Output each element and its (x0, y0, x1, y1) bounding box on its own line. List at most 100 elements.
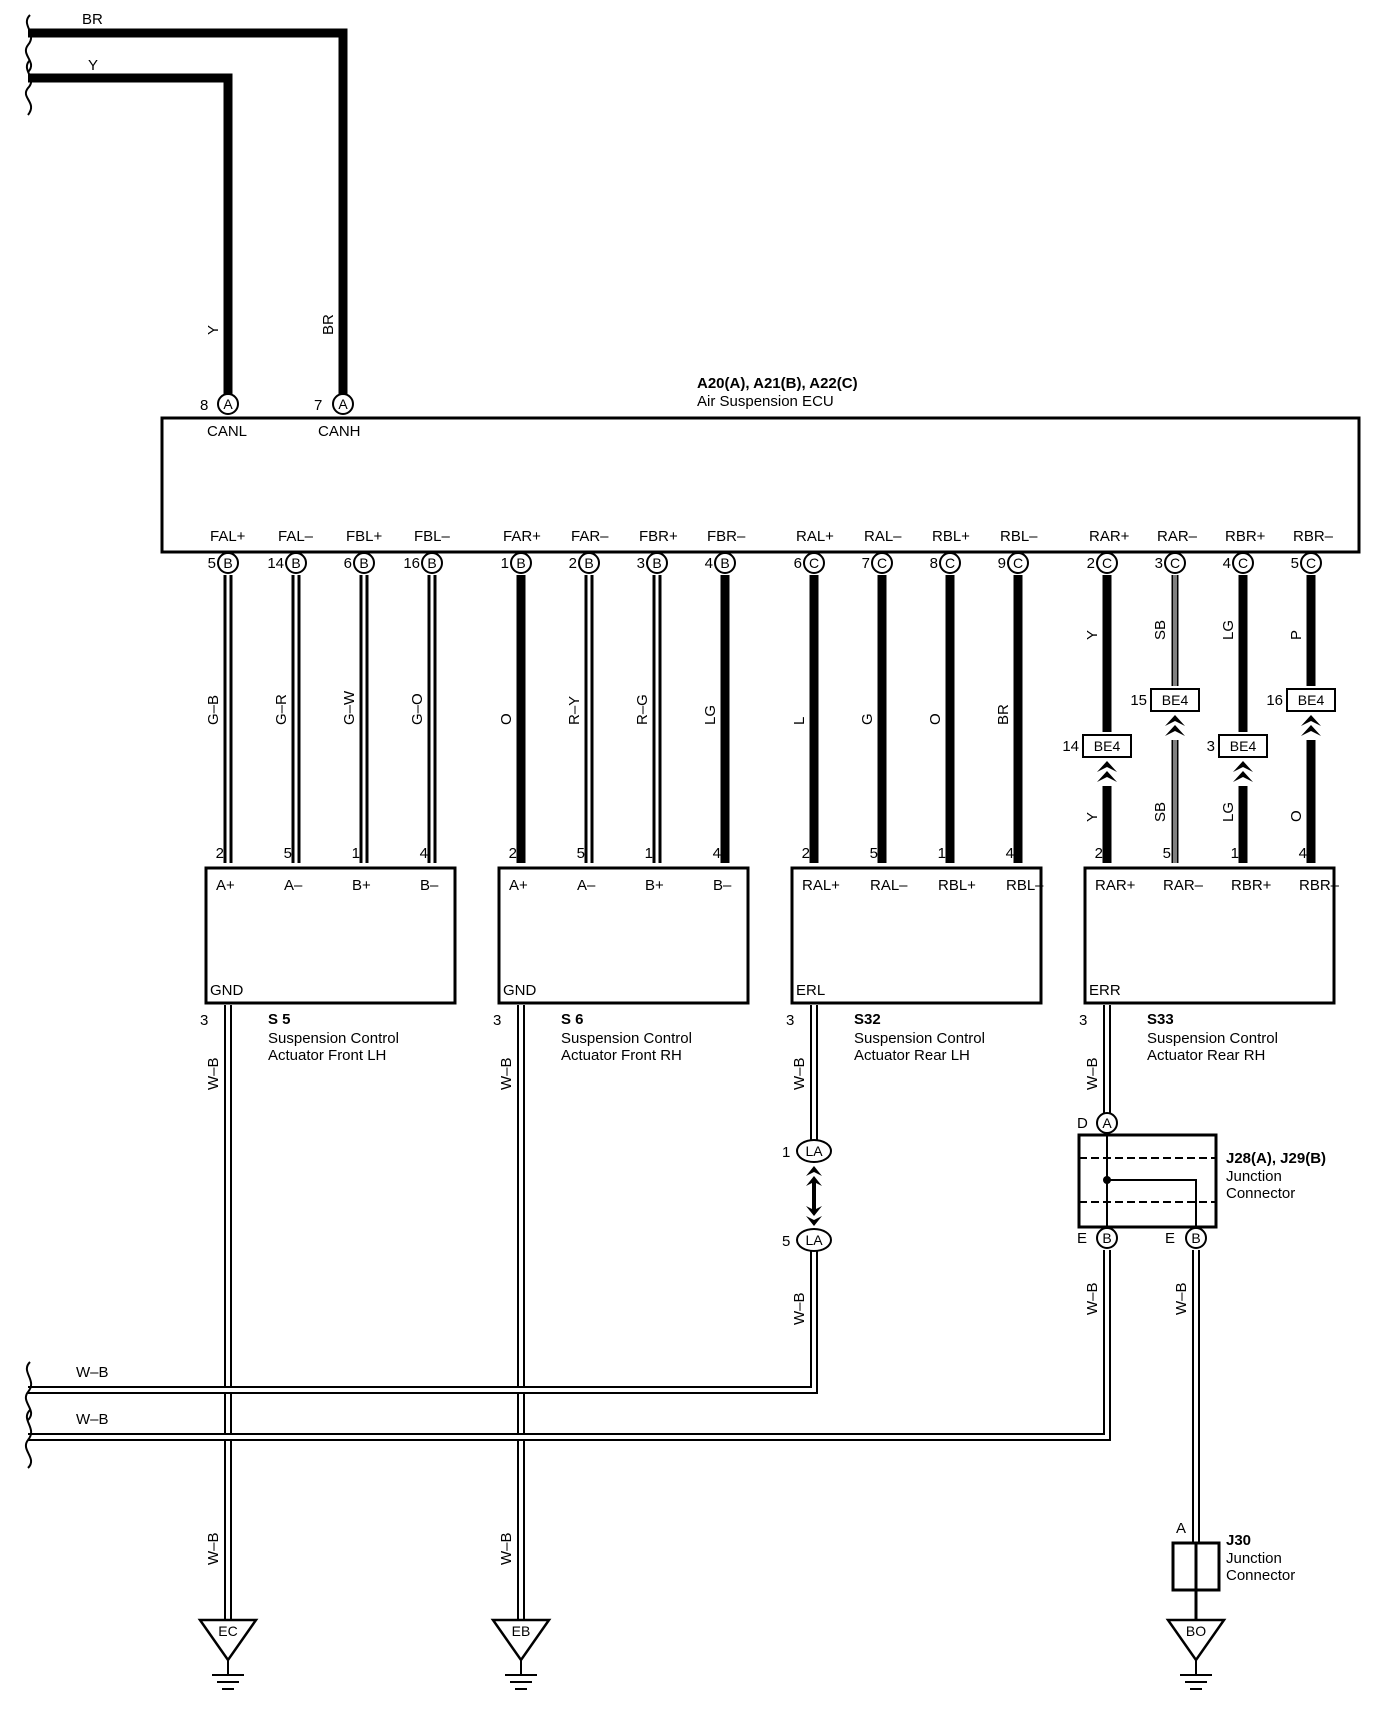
wire-label-canl: Y (205, 325, 222, 335)
actuator-code: S 5 (268, 1011, 291, 1028)
pin-name: FAR+ (503, 528, 541, 545)
incoming-wire-y: Y (88, 57, 98, 74)
wire-color-label: G (859, 713, 876, 725)
actuator-desc: Actuator Front LH (268, 1047, 386, 1064)
svg-text:E: E (1165, 1230, 1175, 1247)
pin-number: 2 (569, 555, 577, 572)
j28-title: J28(A), J29(B) (1226, 1150, 1326, 1167)
wire-color-label: LG (702, 705, 719, 725)
actuator-code: S32 (854, 1011, 881, 1028)
pin-number: 8 (930, 555, 938, 572)
pin-connector: B (584, 555, 593, 571)
wire-color-label: LG (1220, 620, 1237, 640)
pin-connector: C (809, 555, 819, 571)
pin-connector: B (516, 555, 525, 571)
pin-number: 16 (403, 555, 420, 572)
actuator-pin-number: 1 (1231, 845, 1239, 862)
wire-color-label: G–O (409, 693, 426, 725)
wire-color-label: SB (1152, 620, 1169, 640)
actuator-pin-name: RBR+ (1231, 877, 1272, 894)
s6-lower-wire-label: W–B (498, 1532, 515, 1565)
s6-gnd-wire-label: W–B (498, 1057, 515, 1090)
j28-junction-connector: D A E B E B J28(A), J29(B) Junction Conn… (1077, 1112, 1326, 1249)
actuator-pin-number: 5 (1163, 845, 1171, 862)
pin-name: RAL+ (796, 528, 834, 545)
actuator-gnd-pin: 3 (493, 1012, 501, 1029)
s33-gnd-wire-label: W–B (1084, 1057, 1101, 1090)
actuator-pin-name: RAL+ (802, 877, 840, 894)
svg-text:1: 1 (782, 1144, 790, 1161)
pin-connector: C (1170, 555, 1180, 571)
wire-color-label: L (791, 717, 808, 725)
ecu-top-pin-canh: 7 A CANH (314, 393, 361, 440)
pin-connector: B (223, 555, 232, 571)
actuator-pin-number: 1 (352, 845, 360, 862)
be4-lower-wire-label: Y (1084, 812, 1101, 822)
pin-name: FBL+ (346, 528, 383, 545)
j30-title: J30 (1226, 1532, 1251, 1549)
be4-lower-wire-label: LG (1220, 802, 1237, 822)
actuator-pin-name: A– (577, 877, 596, 894)
pin-connector: C (1306, 555, 1316, 571)
svg-text:Junction: Junction (1226, 1168, 1282, 1185)
pin-number: 4 (705, 555, 713, 572)
svg-text:A: A (223, 396, 233, 412)
wire-color-label: O (927, 713, 944, 725)
actuator-gnd-pin: 3 (1079, 1012, 1087, 1029)
actuator-pin-number: 4 (713, 845, 721, 862)
pin-name: FAR– (571, 528, 609, 545)
actuator-gnd-name: ERR (1089, 982, 1121, 999)
actuator-pin-number: 2 (509, 845, 517, 862)
actuator-pin-name: B– (713, 877, 732, 894)
outgoing-wire-1: W–B (76, 1364, 109, 1381)
be4-label: BE4 (1162, 692, 1189, 708)
actuator-desc: Actuator Rear RH (1147, 1047, 1265, 1064)
actuator-pin-name: B+ (645, 877, 664, 894)
svg-text:5: 5 (782, 1233, 790, 1250)
svg-text:Junction: Junction (1226, 1550, 1282, 1567)
svg-text:E: E (1077, 1230, 1087, 1247)
svg-text:B: B (1191, 1230, 1200, 1246)
ground-wires (28, 1005, 1200, 1620)
actuator-pin-number: 5 (577, 845, 585, 862)
ecu-subtitle: Air Suspension ECU (697, 393, 834, 410)
svg-text:D: D (1077, 1115, 1088, 1132)
ecu-top-pin-canl: 8 A CANL (200, 393, 247, 440)
pin-connector: B (720, 555, 729, 571)
j30-junction-connector: A J30 Junction Connector (1171, 1520, 1295, 1592)
svg-text:Connector: Connector (1226, 1567, 1295, 1584)
wire-color-label: G–W (341, 690, 358, 725)
be4-pin-number: 16 (1266, 692, 1283, 709)
svg-text:A: A (338, 396, 348, 412)
wire-color-label: Y (1084, 630, 1101, 640)
actuator-pin-number: 2 (1095, 845, 1103, 862)
actuator-pin-number: 1 (645, 845, 653, 862)
la-lower-wire-label: W–B (791, 1292, 808, 1325)
ground-ec: EC (197, 1618, 259, 1690)
actuator-desc: Suspension Control (854, 1030, 985, 1047)
pin-number: 6 (794, 555, 802, 572)
la-connector: 1 LA 5 LA (782, 1139, 832, 1252)
pin-connector: B (291, 555, 300, 571)
actuator-pin-number: 2 (802, 845, 810, 862)
pin-connector: B (359, 555, 368, 571)
actuator-pin-name: B– (420, 877, 439, 894)
pin-number: 9 (998, 555, 1006, 572)
pin-name: RBR– (1293, 528, 1334, 545)
actuator-code: S33 (1147, 1011, 1174, 1028)
actuator-gnd-pin: 3 (786, 1012, 794, 1029)
actuator-pin-name: RAR– (1163, 877, 1204, 894)
